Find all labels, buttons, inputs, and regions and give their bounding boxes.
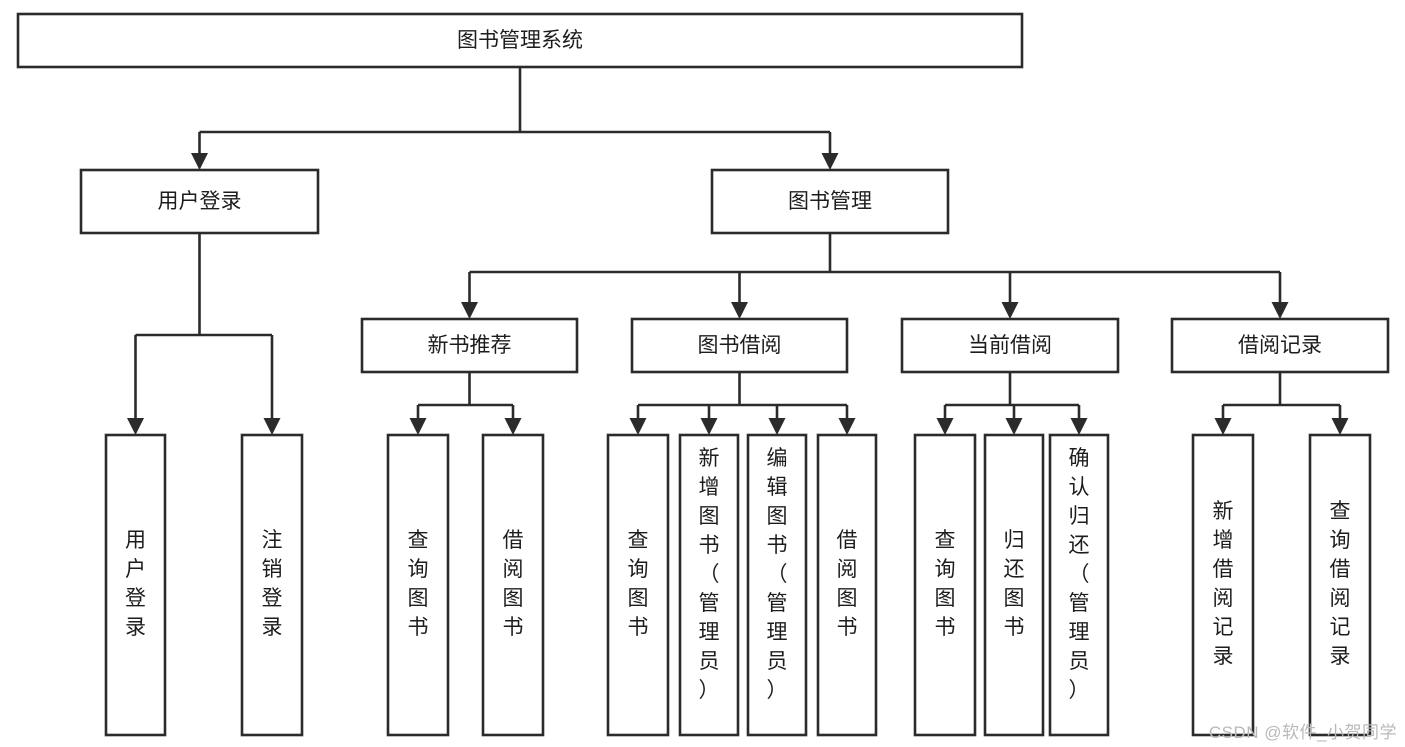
node-box-book-management[interactable] <box>710 168 950 235</box>
current-borrow-leaf-0-arrowhead <box>936 418 954 435</box>
node-box-edit-book-admin[interactable] <box>746 433 808 737</box>
node-box-book-borrow[interactable] <box>630 317 849 374</box>
current-borrow-leaf-2-arrowhead <box>1070 418 1088 435</box>
book-borrow-leaf-3-arrowhead <box>838 418 856 435</box>
node-edit-book-admin[interactable]: 编辑图书（管理员） <box>746 433 808 737</box>
node-box-query-book-3[interactable] <box>913 433 977 737</box>
node-query-borrow-record[interactable]: 查询借阅记录 <box>1308 433 1372 737</box>
node-query-book-3[interactable]: 查询图书 <box>913 433 977 737</box>
node-label-add-book-admin: 新增图书（管理员） <box>699 447 720 702</box>
node-user-logout-leaf[interactable]: 注销登录 <box>240 433 304 737</box>
node-label-user-logout-leaf: 注销登录 <box>262 529 283 639</box>
node-borrow-records[interactable]: 借阅记录 <box>1170 317 1390 374</box>
node-box-confirm-return-admin[interactable] <box>1048 433 1110 737</box>
node-label-borrow-book-2: 借阅图书 <box>837 529 858 639</box>
node-query-book-2[interactable]: 查询图书 <box>606 433 670 737</box>
node-box-user-logout-leaf[interactable] <box>240 433 304 737</box>
node-label-return-book: 归还图书 <box>1004 529 1025 639</box>
node-box-query-book-2[interactable] <box>606 433 670 737</box>
node-box-borrow-records[interactable] <box>1170 317 1390 374</box>
node-box-borrow-book-2[interactable] <box>816 433 878 737</box>
node-box-return-book[interactable] <box>983 433 1045 737</box>
new-book-recommend-leaf-0-arrowhead <box>409 418 427 435</box>
root-to-l2-1-arrowhead <box>821 153 839 170</box>
node-label-user-login: 用户登录 <box>158 190 242 213</box>
node-box-add-book-admin[interactable] <box>678 433 740 737</box>
bm-child-1-arrowhead <box>731 302 748 319</box>
node-current-borrow[interactable]: 当前借阅 <box>900 317 1120 374</box>
node-label-root: 图书管理系统 <box>457 29 583 52</box>
nodes-layer: 图书管理系统用户登录图书管理用户登录注销登录新书推荐查询图书借阅图书图书借阅查询… <box>16 12 1390 737</box>
node-label-current-borrow: 当前借阅 <box>968 334 1052 357</box>
book-borrow-leaf-1-arrowhead <box>700 418 718 435</box>
node-user-login-leaf[interactable]: 用户登录 <box>104 433 167 737</box>
node-label-book-borrow: 图书借阅 <box>698 334 782 357</box>
node-book-management[interactable]: 图书管理 <box>710 168 950 235</box>
node-label-query-borrow-record: 查询借阅记录 <box>1330 500 1351 668</box>
node-label-book-management: 图书管理 <box>788 190 872 213</box>
node-label-borrow-book-1: 借阅图书 <box>503 529 524 639</box>
borrow-records-leaf-1-arrowhead <box>1331 418 1349 435</box>
book-borrow-leaf-0-arrowhead <box>629 418 647 435</box>
node-add-borrow-record[interactable]: 新增借阅记录 <box>1191 433 1255 737</box>
node-label-query-book-2: 查询图书 <box>628 529 649 639</box>
node-box-new-book-recommend[interactable] <box>360 317 579 374</box>
node-box-borrow-book-1[interactable] <box>481 433 545 737</box>
node-new-book-recommend[interactable]: 新书推荐 <box>360 317 579 374</box>
node-confirm-return-admin[interactable]: 确认归还（管理员） <box>1048 433 1110 737</box>
node-box-current-borrow[interactable] <box>900 317 1120 374</box>
node-root[interactable]: 图书管理系统 <box>16 12 1024 69</box>
bm-child-3-arrowhead <box>1271 302 1289 319</box>
node-return-book[interactable]: 归还图书 <box>983 433 1045 737</box>
connectors-layer <box>127 67 1349 435</box>
borrow-records-leaf-0-arrowhead <box>1214 418 1232 435</box>
node-box-root[interactable] <box>16 12 1024 69</box>
node-query-book-1[interactable]: 查询图书 <box>386 433 450 737</box>
new-book-recommend-leaf-1-arrowhead <box>504 418 522 435</box>
bm-child-2-arrowhead <box>1001 302 1019 319</box>
node-user-login[interactable]: 用户登录 <box>79 168 320 235</box>
node-label-borrow-records: 借阅记录 <box>1238 334 1322 357</box>
node-box-query-book-1[interactable] <box>386 433 450 737</box>
node-box-add-borrow-record[interactable] <box>1191 433 1255 737</box>
node-add-book-admin[interactable]: 新增图书（管理员） <box>678 433 740 737</box>
node-label-query-book-1: 查询图书 <box>408 529 429 639</box>
node-label-query-book-3: 查询图书 <box>935 529 956 639</box>
node-label-confirm-return-admin: 确认归还（管理员） <box>1069 447 1090 702</box>
node-label-new-book-recommend: 新书推荐 <box>428 334 512 357</box>
node-label-user-login-leaf: 用户登录 <box>125 529 146 639</box>
ul-child-1-arrowhead <box>263 418 281 435</box>
node-box-query-borrow-record[interactable] <box>1308 433 1372 737</box>
root-to-l2-0-arrowhead <box>191 153 208 170</box>
node-box-user-login[interactable] <box>79 168 320 235</box>
current-borrow-leaf-1-arrowhead <box>1005 418 1023 435</box>
node-borrow-book-2[interactable]: 借阅图书 <box>816 433 878 737</box>
node-book-borrow[interactable]: 图书借阅 <box>630 317 849 374</box>
book-borrow-leaf-2-arrowhead <box>768 418 786 435</box>
bm-child-0-arrowhead <box>461 302 478 319</box>
node-borrow-book-1[interactable]: 借阅图书 <box>481 433 545 737</box>
ul-child-0-arrowhead <box>127 418 144 435</box>
node-label-edit-book-admin: 编辑图书（管理员） <box>767 447 788 702</box>
node-label-add-borrow-record: 新增借阅记录 <box>1213 500 1234 668</box>
node-box-user-login-leaf[interactable] <box>104 433 167 737</box>
